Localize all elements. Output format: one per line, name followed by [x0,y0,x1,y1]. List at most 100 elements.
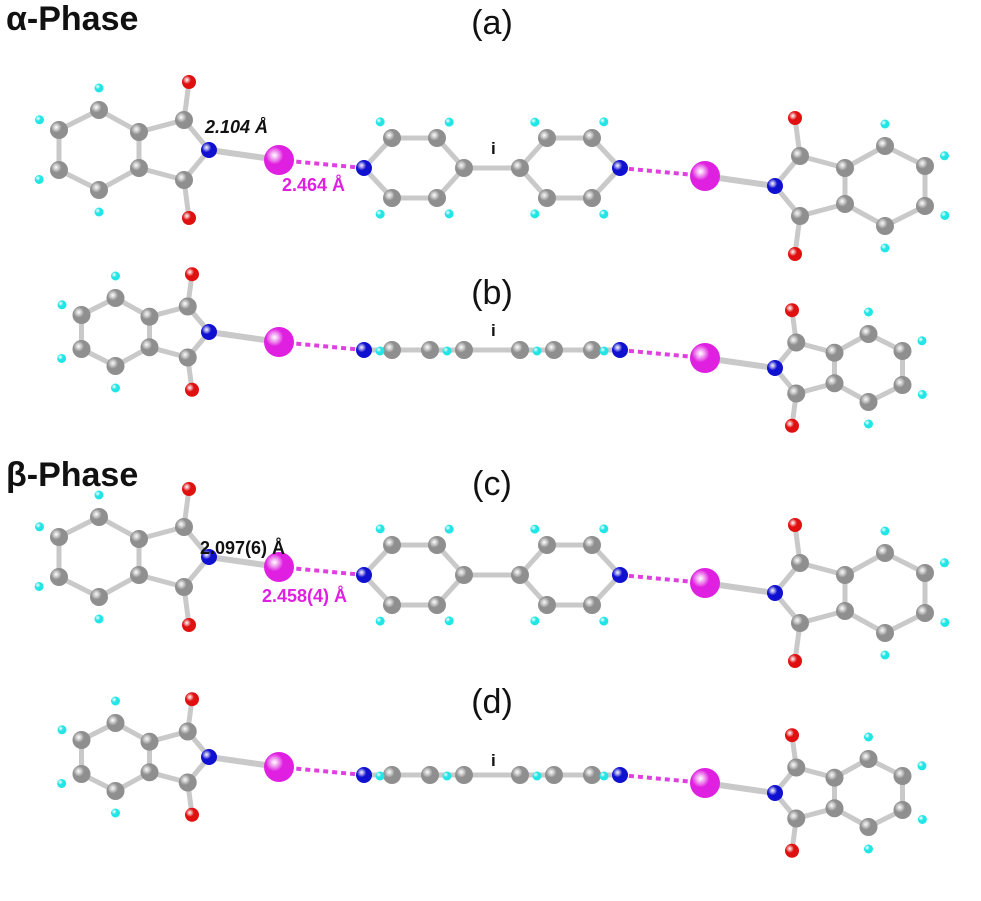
panel-a-right-benzo-hydrogen-2 [939,151,949,161]
alpha-bond-distance: 2.104 Å [205,117,269,137]
panel-d-right-benzo-carbon-1 [859,750,878,768]
panel-c-left-oxygen-a [182,482,196,496]
panel-label-d: (d) [471,683,513,721]
panel-c-pyridyl-hydrogen-l1 [444,616,454,626]
panel-a-right-carbonyl-carbon-b [791,207,809,225]
panel-c-right-benzo-carbon-3 [916,604,934,622]
panel-c-left-carbonyl-carbon-b [175,578,193,596]
panel-a-right-benzo-hydrogen-0 [880,119,890,129]
panel-d-edge-hydrogen-1 [442,771,452,781]
panel-b-left-oxygen-a [185,267,199,282]
panel-d-edge-nitrogen-r [612,767,628,783]
panel-c-left-benzo-hydrogen-2 [35,522,45,532]
beta-bond-distance: 2.097(6) Å [200,538,286,558]
panel-b-right-carbonyl-carbon-a [787,333,806,352]
panel-a-pyridyl-hydrogen-r3 [599,209,609,219]
panel-a-left-carbonyl-carbon-a [175,111,193,129]
inversion-center-label-d: i [491,751,496,770]
panel-a-left-benzo-hydrogen-1 [94,207,104,217]
panel-d-left-benzo-hydrogen-2 [57,725,67,735]
panel-d-edge-carbon-3 [455,766,473,784]
panel-c-right-benzo-carbon-5 [836,602,854,620]
panel-c-iodine-right [690,568,720,598]
panel-c-left-benzo-hydrogen-1 [94,614,104,624]
panel-a-left-oxygen-b [182,211,196,225]
panel-d-left-benzo-carbon-1 [106,714,125,732]
panel-c-pyridyl-carbon-r2 [538,596,556,614]
panel-c-pyridyl-carbon-l4 [383,596,401,614]
panel-a-iodine-left [264,145,294,175]
panel-a-right-oxygen-b [788,247,802,261]
panel-a-left-oxygen-a [182,75,196,89]
panel-b-edge-carbon-3 [455,341,473,359]
panel-a-pyridyl-carbon-l0 [455,159,473,177]
panel-c-pyridyl-carbon-l0 [455,566,473,584]
panel-c-pyridyl-carbon-r1 [538,536,556,554]
alpha-halogen-distance: 2.464 Å [282,175,346,195]
panel-a-pyridyl-hydrogen-l1 [444,209,454,219]
panel-b-right-benzo-carbon-2 [893,342,912,360]
panel-d-edge-carbon-4 [511,766,529,784]
panel-c-pyridyl-nitrogen-r [612,567,628,583]
panel-d-edge-hydrogen-0 [375,771,385,781]
panel-d-left-carbonyl-carbon-a [178,722,197,741]
panel-b-left-benzo-carbon-3 [72,340,91,358]
panel-b-edge-carbon-2 [421,341,439,359]
panel-a-left-carbonyl-carbon-b [175,171,193,189]
atom-layer [34,75,950,858]
panel-c-pyridyl-carbon-l2 [428,596,446,614]
panel-d-left-carbonyl-carbon-b [178,773,197,792]
panel-d-right-benzo-carbon-0 [825,768,844,787]
panel-c-pyridyl-carbon-r3 [583,536,601,554]
panel-c-left-benzo-carbon-1 [90,508,108,526]
panel-c-right-oxygen-b [788,654,802,668]
panel-b-right-benzo-carbon-1 [859,325,878,343]
panel-b-left-oxygen-b [185,382,199,397]
panel-b-left-benzo-hydrogen-0 [111,271,120,281]
panel-a-right-benzo-carbon-4 [876,217,894,235]
panel-b-left-benzo-hydrogen-1 [111,383,120,393]
panel-c-right-benzo-hydrogen-1 [880,650,890,660]
panel-a-pyridyl-hydrogen-l0 [444,117,454,127]
panel-c-pyridyl-hydrogen-r0 [530,524,540,534]
panel-c-right-benzo-carbon-0 [836,566,854,584]
panel-a-left-imide-nitrogen [201,142,217,158]
panel-d-left-benzo-carbon-2 [72,731,91,749]
panel-b-left-benzo-carbon-2 [72,306,91,324]
panel-a-right-carbonyl-carbon-a [791,147,809,165]
panel-c-left-imide-nitrogen [201,549,217,565]
panel-a-pyridyl-carbon-r1 [538,129,556,147]
panel-b-right-imide-nitrogen [767,360,783,376]
panel-d-edge-carbon-6 [583,766,601,784]
beta-phase-title: β-Phase [6,456,139,494]
panel-a-pyridyl-nitrogen-l [356,160,372,176]
panel-b-edge-hydrogen-2 [532,346,542,356]
panel-b-edge-nitrogen-r [612,342,628,358]
panel-c-left-benzo-hydrogen-0 [94,490,104,500]
panel-c-left-benzo-hydrogen-3 [34,581,44,591]
panel-a-right-benzo-carbon-3 [916,197,934,215]
panel-label-c: (c) [472,465,512,503]
panel-d-left-benzo-hydrogen-3 [57,778,67,788]
panel-b-edge-hydrogen-0 [375,346,385,356]
panel-b-left-benzo-carbon-1 [106,289,125,307]
panel-b-iodine-right [690,343,720,373]
panel-a-left-benzo-carbon-4 [90,181,108,199]
panel-d-left-benzo-carbon-3 [72,765,91,783]
panel-c-pyridyl-carbon-l3 [383,536,401,554]
panel-c-right-benzo-hydrogen-3 [940,617,950,627]
panel-c-pyridyl-carbon-r4 [583,596,601,614]
panel-c-pyridyl-carbon-r0 [511,566,529,584]
panel-c-pyridyl-hydrogen-l2 [375,524,385,534]
inversion-center-label-a: i [491,139,496,158]
panel-b-right-benzo-hydrogen-2 [917,336,927,346]
panel-a-left-benzo-hydrogen-2 [35,115,45,125]
panel-c-right-carbonyl-carbon-b [791,614,809,632]
panel-d-left-oxygen-b [185,807,199,822]
panel-a-left-benzo-hydrogen-3 [34,174,44,184]
panel-a-pyridyl-carbon-l2 [428,189,446,207]
panel-a-right-benzo-carbon-2 [916,157,934,175]
panel-d-right-carbonyl-carbon-a [787,758,806,777]
panel-b-left-benzo-carbon-4 [106,357,125,375]
